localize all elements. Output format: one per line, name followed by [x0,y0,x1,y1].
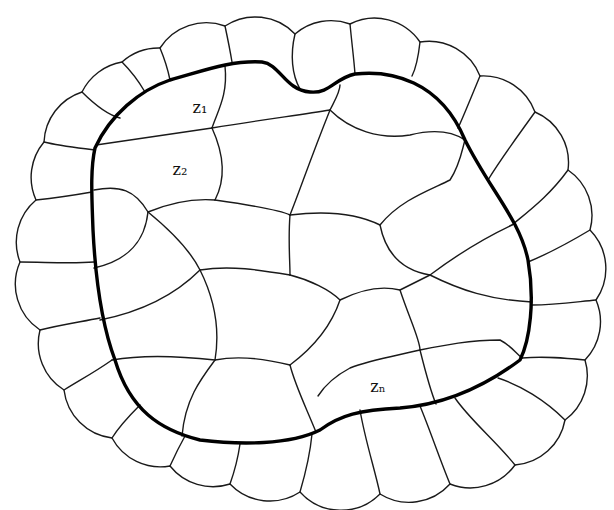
inner-cell-dividers [94,66,532,436]
cell-label: z₁ [189,97,212,119]
region-boundary [92,62,532,443]
outer-cell-dividers [20,24,596,494]
cell-name: z₁ [193,99,208,117]
cell-name: z₂ [173,161,188,179]
outer-cell-contour [15,17,605,510]
cell-name: zₙ [370,378,385,396]
cell-label: zₙ [366,376,390,398]
cell-label: z₂ [169,159,192,181]
